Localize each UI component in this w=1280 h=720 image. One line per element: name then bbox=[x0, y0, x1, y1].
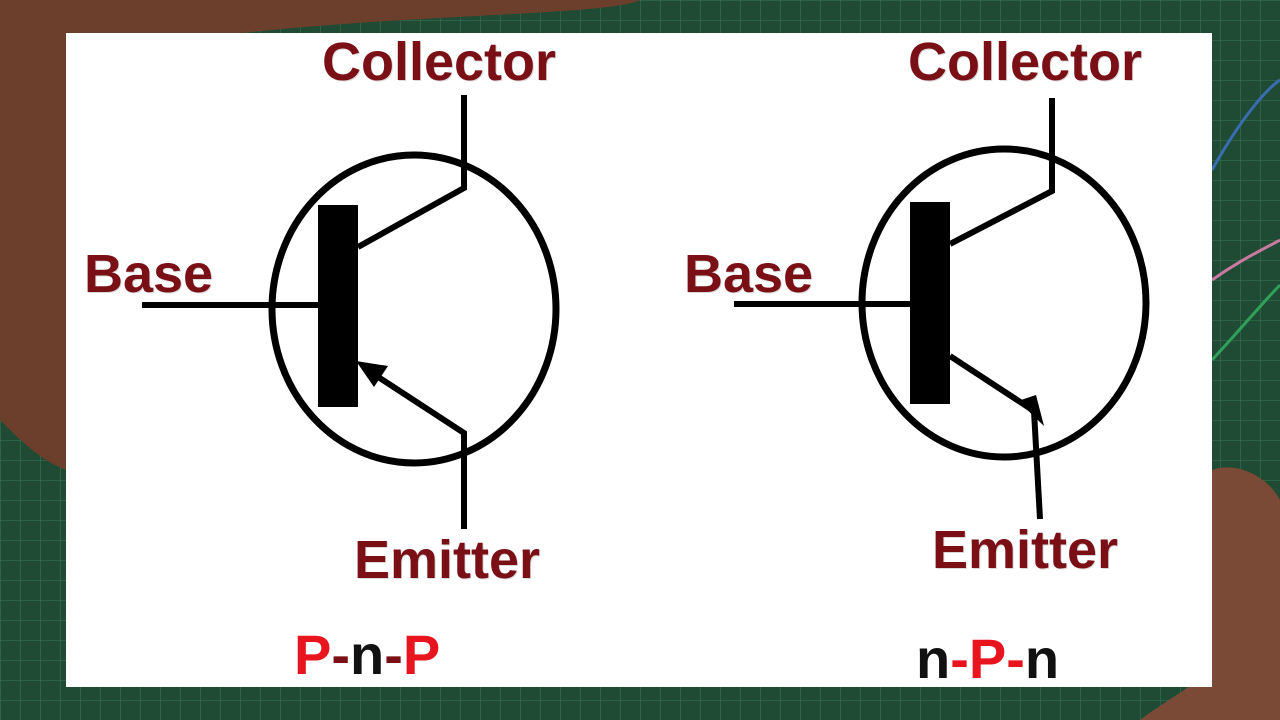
pnp-envelope-circle bbox=[268, 151, 560, 467]
npn-type-dash1: - bbox=[950, 627, 969, 690]
pnp-type-n: n bbox=[350, 623, 385, 686]
pnp-emitter-arrow bbox=[356, 361, 388, 387]
pnp-type-p2: P bbox=[402, 623, 441, 686]
npn-collector-label: Collector bbox=[908, 32, 1143, 92]
npn-emitter-arrow bbox=[1018, 395, 1044, 426]
pnp-emitter-lead bbox=[364, 366, 467, 529]
right-hand bbox=[1140, 467, 1280, 720]
npn-collector-lead bbox=[948, 98, 1055, 247]
npn-type-n2: n bbox=[1024, 627, 1060, 690]
npn-base-bar bbox=[910, 202, 950, 404]
pnp-type-p1: P bbox=[294, 623, 332, 686]
npn-base-label: Base bbox=[684, 244, 814, 304]
pnp-collector-lead bbox=[356, 95, 467, 250]
npn-emitter-label: Emitter bbox=[932, 520, 1119, 580]
npn-transistor-symbol bbox=[734, 98, 1150, 520]
npn-type-label: n-P-n bbox=[916, 631, 1059, 687]
pnp-collector-label: Collector bbox=[322, 32, 557, 92]
pnp-base-bar bbox=[318, 205, 358, 407]
pnp-base-label: Base bbox=[84, 244, 214, 304]
left-hand bbox=[0, 0, 640, 470]
pnp-emitter-label: Emitter bbox=[354, 530, 541, 590]
pnp-type-label: P-n-P bbox=[294, 627, 440, 683]
diagram-panel: Collector Base Emitter P-n-P Collector B… bbox=[66, 33, 1212, 687]
npn-emitter-lead bbox=[948, 353, 1043, 520]
pnp-type-dash2: - bbox=[384, 623, 403, 686]
pnp-type-dash1: - bbox=[331, 623, 351, 686]
npn-type-n1: n bbox=[916, 627, 951, 690]
npn-type-p: P bbox=[968, 627, 1007, 690]
npn-type-dash2: - bbox=[1006, 627, 1025, 690]
pnp-transistor-symbol bbox=[142, 95, 560, 529]
